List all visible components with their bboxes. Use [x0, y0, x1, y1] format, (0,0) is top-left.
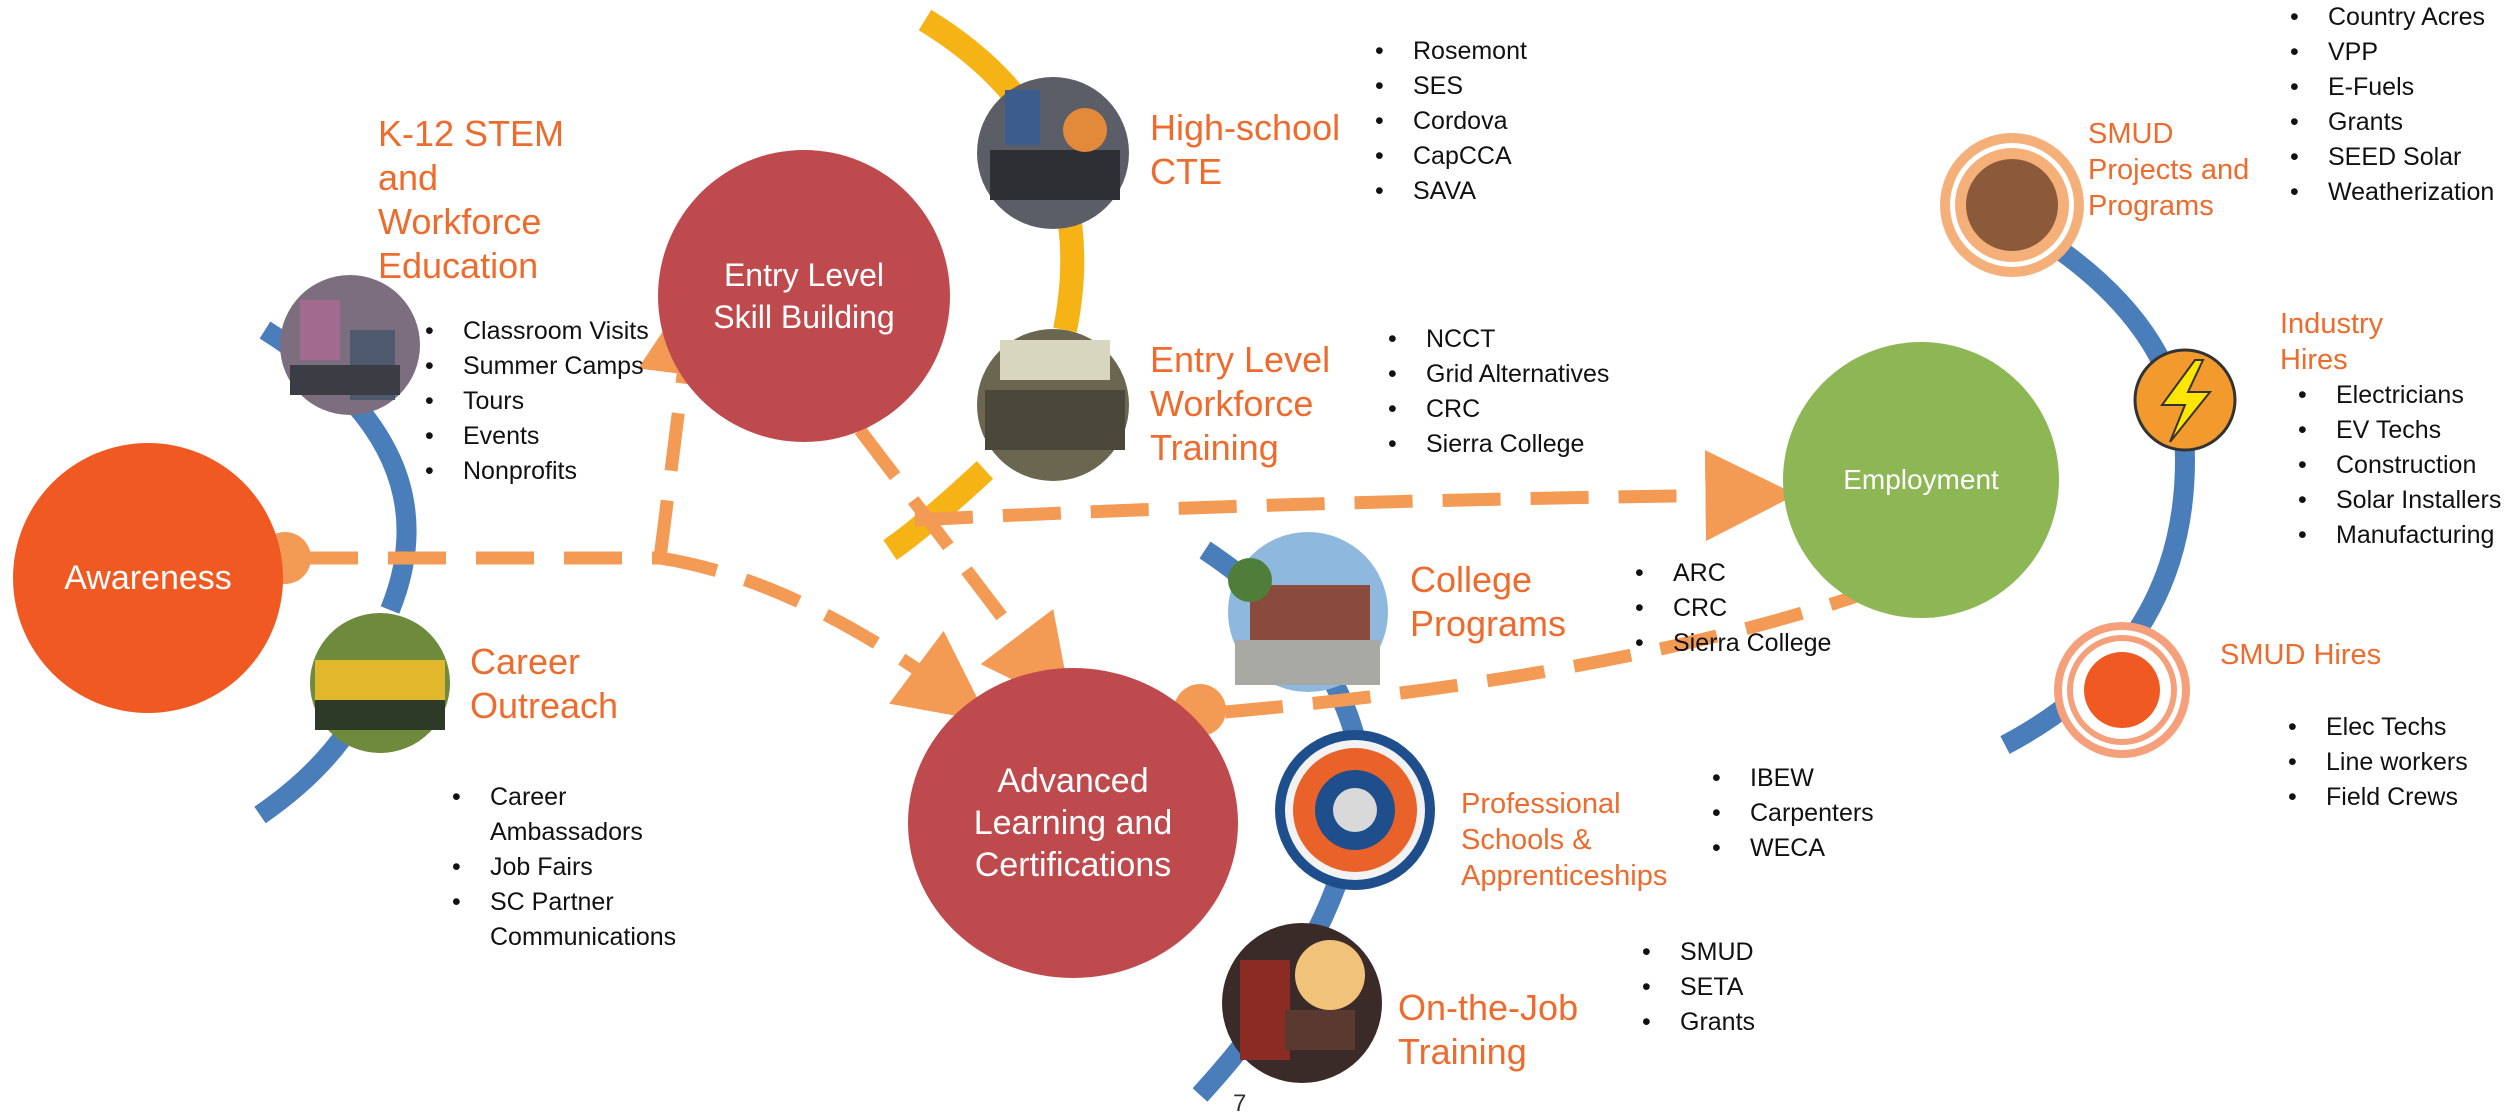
list-item: E-Fuels: [2290, 70, 2494, 105]
list-item: SMUD: [1642, 935, 1755, 970]
entry-level-label-line-1: Entry Level: [723, 257, 885, 293]
list-item: Field Crews: [2288, 780, 2468, 815]
list-item: Job Fairs: [452, 850, 676, 885]
list-item: Sierra College: [1635, 626, 1831, 661]
smud-hires-list: Elec Techs Line workers Field Crews: [2288, 710, 2468, 815]
smud-projects-title: SMUD Projects and Programs: [2088, 118, 2250, 222]
list-item: CRC: [1388, 392, 1609, 427]
list-item: Grants: [1642, 1005, 1755, 1040]
list-item: Electricians: [2298, 378, 2501, 413]
highschool-photo: [977, 77, 1129, 229]
highschool-title: High-school CTE: [1150, 107, 1341, 192]
list-item: VPP: [2290, 35, 2494, 70]
lightning-icon: [2133, 348, 2237, 452]
advanced-label-line-1: Advanced: [997, 762, 1149, 800]
career-outreach-title: Career Outreach: [470, 641, 619, 726]
list-item: SEED Solar: [2290, 140, 2494, 175]
entry-training-title: Entry Level Workforce Training: [1150, 339, 1331, 468]
ojt-list: SMUD SETA Grants: [1642, 935, 1755, 1040]
entry-level-hub: Entry Level Skill Building: [658, 150, 950, 442]
list-item: Country Acres: [2290, 0, 2494, 35]
list-item: Tours: [425, 384, 649, 419]
k12-title: K-12 STEM and Workforce Education: [378, 113, 565, 286]
flow-to-advanced: [658, 551, 990, 722]
k12-photo: [280, 275, 420, 415]
list-item: CapCCA: [1375, 139, 1527, 174]
page-number: 7: [1233, 1090, 1247, 1117]
smud-projects-list: Country Acres VPP E-Fuels Grants SEED So…: [2290, 0, 2494, 210]
ibew-logo: [1275, 730, 1435, 890]
list-item: Grid Alternatives: [1388, 357, 1609, 392]
list-item: Weatherization: [2290, 175, 2494, 210]
list-item: Career Ambassadors: [452, 780, 676, 850]
college-list: ARC CRC Sierra College: [1635, 556, 1831, 661]
smud-hires-title: SMUD Hires: [2220, 639, 2382, 671]
list-item: Events: [425, 419, 649, 454]
list-item: Summer Camps: [425, 349, 649, 384]
outreach-photo: [310, 613, 450, 753]
list-item: Rosemont: [1375, 34, 1527, 69]
list-item: Manufacturing: [2298, 518, 2501, 553]
list-item: WECA: [1712, 831, 1874, 866]
list-item: Cordova: [1375, 104, 1527, 139]
list-item: IBEW: [1712, 761, 1874, 796]
entry-level-label-line-2: Skill Building: [713, 299, 895, 335]
list-item: ARC: [1635, 556, 1831, 591]
advanced-label-line-2: Learning and: [973, 804, 1173, 842]
entry-training-photo: [977, 329, 1129, 481]
list-item: Sierra College: [1388, 427, 1609, 462]
list-item: Line workers: [2288, 745, 2468, 780]
k12-list: Classroom Visits Summer Camps Tours Even…: [425, 314, 649, 489]
ojt-title: On-the-Job Training: [1398, 987, 1579, 1072]
entry-training-list: NCCT Grid Alternatives CRC Sierra Colleg…: [1388, 322, 1609, 462]
awareness-label: Awareness: [64, 558, 232, 597]
list-item: SAVA: [1375, 174, 1527, 209]
list-item: CRC: [1635, 591, 1831, 626]
list-item: EV Techs: [2298, 413, 2501, 448]
flow-entry-down: [854, 426, 1073, 709]
list-item: Classroom Visits: [425, 314, 649, 349]
list-item: Solar Installers: [2298, 483, 2501, 518]
employment-label: Employment: [1843, 464, 1999, 495]
ojt-photo: [1222, 923, 1382, 1083]
awareness-hub: Awareness: [13, 443, 283, 713]
career-outreach-list: Career Ambassadors Job Fairs SC Partner …: [452, 780, 676, 955]
smud-hires-icon: [2054, 622, 2190, 758]
industry-hires-title: Industry Hires: [2280, 308, 2384, 376]
professional-list: IBEW Carpenters WECA: [1712, 761, 1874, 866]
list-item: Grants: [2290, 105, 2494, 140]
list-item: NCCT: [1388, 322, 1609, 357]
highschool-list: Rosemont SES Cordova CapCCA SAVA: [1375, 34, 1527, 209]
smud-projects-icon: [1940, 133, 2084, 277]
flow-to-employment: [914, 450, 1797, 542]
list-item: SC Partner Communications: [452, 885, 676, 955]
advanced-hub: Advanced Learning and Certifications: [908, 668, 1238, 978]
list-item: SES: [1375, 69, 1527, 104]
list-item: Carpenters: [1712, 796, 1874, 831]
list-item: Construction: [2298, 448, 2501, 483]
college-title: College Programs: [1410, 559, 1567, 644]
industry-hires-list: Electricians EV Techs Construction Solar…: [2298, 378, 2501, 553]
college-photo: [1228, 532, 1388, 692]
list-item: Elec Techs: [2288, 710, 2468, 745]
advanced-label-line-3: Certifications: [974, 846, 1172, 884]
list-item: SETA: [1642, 970, 1755, 1005]
professional-title: Professional Schools & Apprenticeships: [1461, 788, 1668, 892]
list-item: Nonprofits: [425, 454, 649, 489]
